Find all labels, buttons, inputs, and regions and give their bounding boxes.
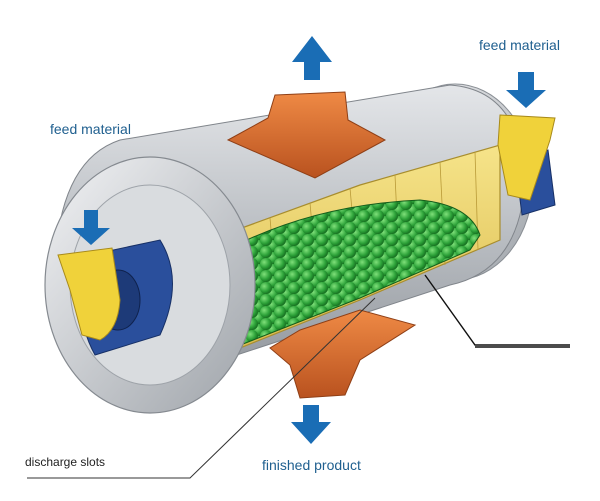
- feed-material-label-right: feed material: [479, 37, 560, 53]
- finished-product-label: finished product: [262, 457, 361, 473]
- balls-leader: [424, 274, 570, 346]
- arrow-down-icon: [72, 210, 110, 245]
- bottom-hood: [269, 309, 417, 399]
- discharge-slots-label: discharge slots: [25, 455, 106, 469]
- arrow-down-icon: [291, 405, 331, 444]
- discharge-slots-leader: [27, 297, 376, 479]
- top-hood: [226, 91, 387, 179]
- feed-material-label-left: feed material: [50, 121, 131, 137]
- right-feed-assembly: [497, 114, 556, 216]
- arrow-up-icon: [292, 36, 332, 80]
- left-feed-chute: [57, 247, 121, 341]
- arrow-down-icon: [506, 72, 546, 108]
